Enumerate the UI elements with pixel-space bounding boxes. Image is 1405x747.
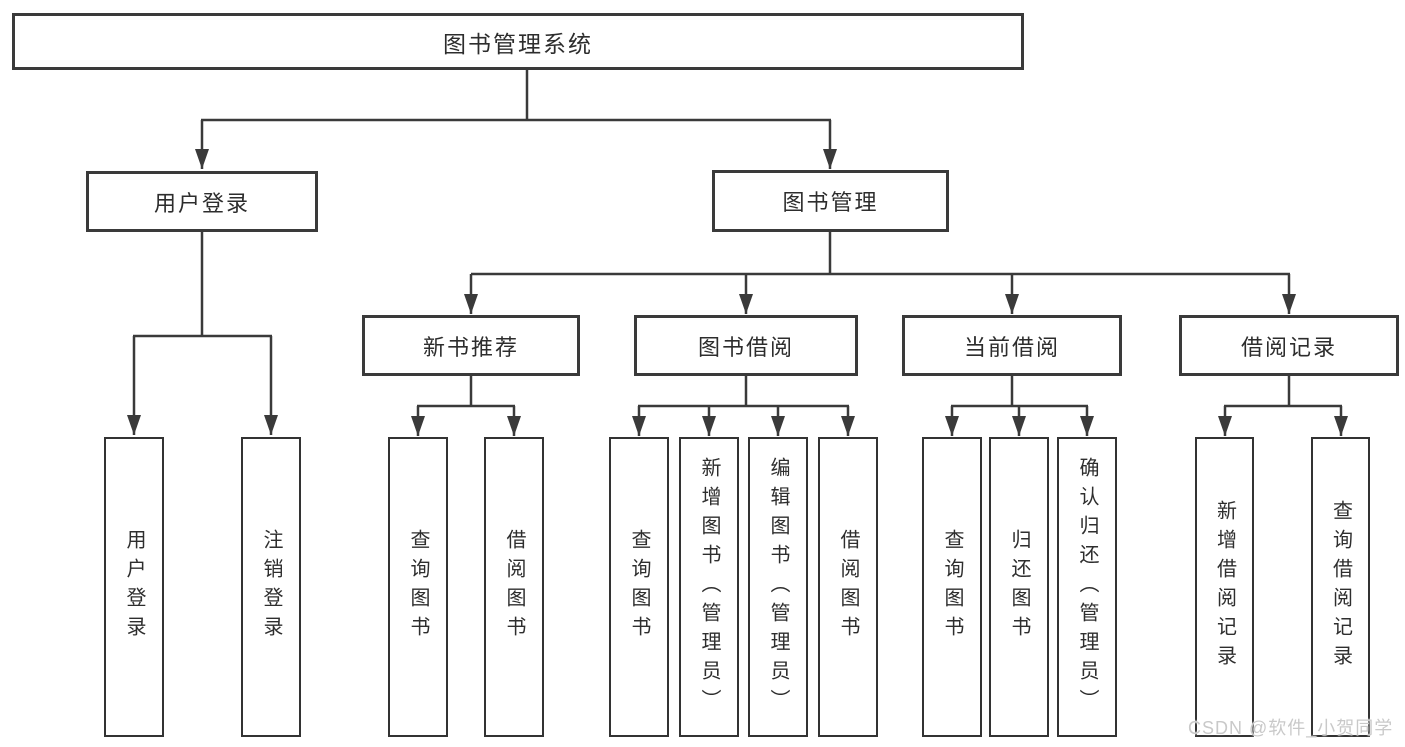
node-borrowing-records: 借阅记录	[1179, 315, 1399, 376]
leaf-add-books-admin: 新增图书（管理员）	[679, 437, 739, 737]
node-book-borrowing: 图书借阅	[634, 315, 858, 376]
leaf-label: 查询图书	[941, 529, 963, 645]
connector-lines	[133, 70, 1342, 408]
leaf-query-books-current: 查询图书	[922, 437, 982, 737]
node-label: 图书借阅	[697, 334, 794, 360]
leaf-label: 借阅图书	[837, 529, 859, 645]
node-current-borrowing: 当前借阅	[902, 315, 1122, 376]
leaf-edit-books-admin: 编辑图书（管理员）	[748, 437, 808, 737]
node-library-management-system: 图书管理系统	[12, 13, 1024, 70]
leaf-query-books-recommend: 查询图书	[388, 437, 448, 737]
node-label: 当前借阅	[963, 334, 1060, 360]
leaf-query-books-borrowing: 查询图书	[609, 437, 669, 737]
node-new-book-recommendation: 新书推荐	[362, 315, 580, 376]
leaf-return-books: 归还图书	[989, 437, 1049, 737]
leaf-borrow-books-recommend: 借阅图书	[484, 437, 544, 737]
leaf-label: 借阅图书	[503, 529, 525, 645]
leaf-label: 新增借阅记录	[1213, 500, 1236, 674]
leaf-borrow-books-borrowing: 借阅图书	[818, 437, 878, 737]
node-user-login: 用户登录	[86, 171, 318, 232]
leaf-confirm-return-admin: 确认归还（管理员）	[1057, 437, 1117, 737]
leaf-label: 用户登录	[123, 529, 145, 645]
node-label: 借阅记录	[1240, 334, 1337, 360]
leaf-logout: 注销登录	[241, 437, 301, 737]
leaf-add-borrow-record: 新增借阅记录	[1195, 437, 1254, 737]
node-label: 用户登录	[153, 190, 250, 216]
leaf-label: 归还图书	[1008, 529, 1030, 645]
leaf-label: 查询借阅记录	[1329, 500, 1352, 674]
leaf-label: 注销登录	[260, 529, 282, 645]
leaf-label: 查询图书	[407, 529, 429, 645]
leaf-label: 查询图书	[628, 529, 650, 645]
csdn-watermark: CSDN @软件_小贺同学	[1188, 718, 1394, 738]
node-label: 新书推荐	[422, 334, 519, 360]
node-label: 图书管理系统	[443, 30, 593, 57]
leaf-label: 新增图书（管理员）	[698, 456, 720, 718]
connector-arrows	[127, 120, 1348, 436]
leaf-user-login: 用户登录	[104, 437, 164, 737]
leaf-label: 确认归还（管理员）	[1076, 456, 1098, 718]
node-label: 图书管理	[782, 190, 879, 215]
node-book-management: 图书管理	[712, 170, 949, 232]
leaf-query-borrow-record: 查询借阅记录	[1311, 437, 1370, 737]
leaf-label: 编辑图书（管理员）	[767, 456, 789, 718]
